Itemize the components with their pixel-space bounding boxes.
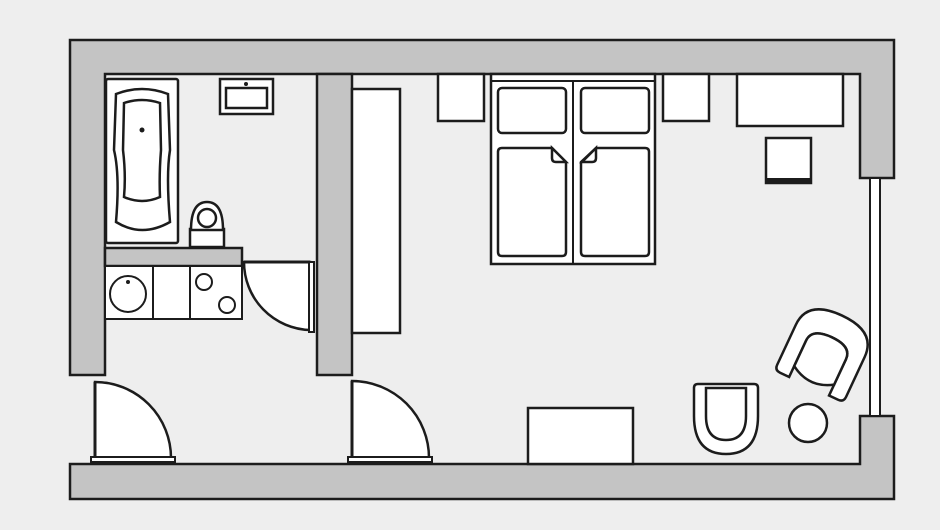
vanity-sink	[109, 275, 147, 313]
wardrobe	[350, 87, 402, 335]
duvet-left	[496, 146, 568, 258]
washing-machine-dial-2	[218, 296, 236, 314]
round-table	[787, 402, 829, 444]
armchair-bottom	[692, 382, 760, 456]
room-door[interactable]	[347, 379, 433, 463]
window	[869, 177, 881, 417]
side-table	[764, 136, 813, 185]
bathroom-door[interactable]	[242, 260, 315, 333]
vanity-counter	[104, 265, 243, 320]
wall-partition	[315, 72, 354, 377]
armchair-top	[775, 308, 869, 402]
entry-door[interactable]	[90, 380, 176, 463]
bench	[526, 406, 635, 466]
nightstand-left	[436, 72, 486, 123]
pillow-right	[579, 86, 651, 135]
desk	[735, 72, 845, 128]
toilet	[188, 200, 226, 249]
wall-bottom	[68, 414, 896, 501]
duvet-right	[579, 146, 651, 258]
wall-bath-ledge	[103, 246, 244, 268]
pillow-left	[496, 86, 568, 135]
nightstand-right	[661, 72, 711, 123]
double-bed	[489, 72, 657, 266]
bathtub	[104, 77, 180, 245]
window-glass	[869, 177, 881, 417]
bathroom-sink	[218, 77, 275, 116]
washing-machine-dial-1	[195, 273, 213, 291]
